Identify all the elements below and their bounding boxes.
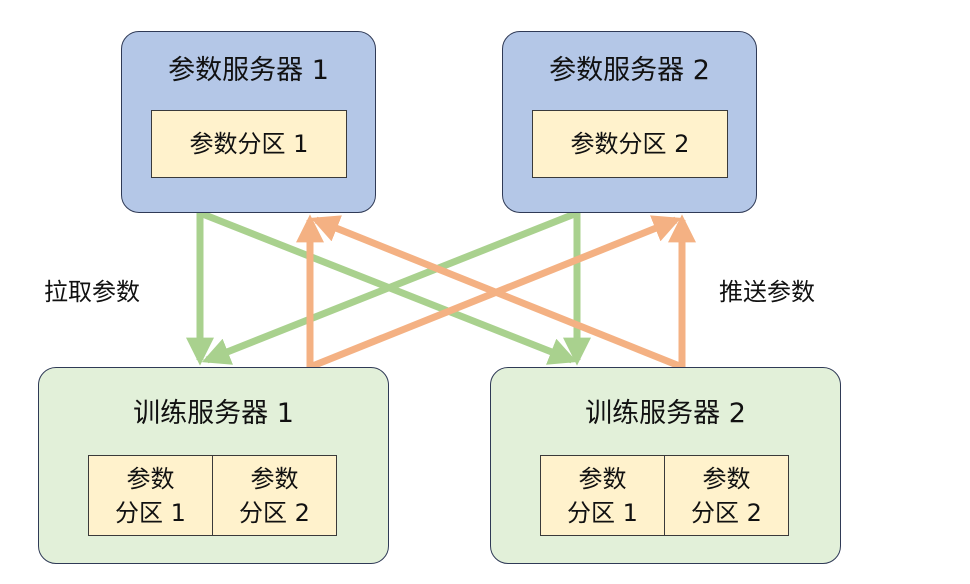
partition-label-bottom: 分区 1 [115,498,186,527]
parameter-server-2-partition: 参数分区 2 [532,110,728,178]
training-server-1-partition-2: 参数 分区 2 [212,456,336,535]
training-server-2-title: 训练服务器 2 [585,398,746,429]
parameter-server-2: 参数服务器 2 参数分区 2 [502,31,757,213]
training-server-1-partitions: 参数 分区 1 参数 分区 2 [88,455,337,536]
training-server-2-partition-1: 参数 分区 1 [541,456,664,535]
parameter-server-1: 参数服务器 1 参数分区 1 [121,31,376,213]
training-server-2: 训练服务器 2 参数 分区 1 参数 分区 2 [490,367,841,564]
push-arrow-ts2-to-ps1 [310,215,684,371]
training-server-2-partition-2: 参数 分区 2 [664,456,788,535]
push-parameters-label: 推送参数 [719,278,815,306]
partition-label-top: 参数 [250,464,299,493]
partition-label-top: 参数 [126,464,175,493]
pull-parameters-label: 拉取参数 [44,278,140,306]
partition-label-bottom: 分区 2 [239,498,310,527]
partition-label-top: 参数 [578,464,627,493]
parameter-server-1-title: 参数服务器 1 [168,55,329,86]
training-server-1-title: 训练服务器 1 [133,398,294,429]
training-server-1-partition-1: 参数 分区 1 [89,456,212,535]
parameter-server-1-partition: 参数分区 1 [151,110,347,178]
training-server-2-partitions: 参数 分区 1 参数 分区 2 [540,455,789,536]
partition-label-bottom: 分区 1 [567,498,638,527]
training-server-1: 训练服务器 1 参数 分区 1 参数 分区 2 [38,367,389,564]
pull-arrow-ps2-to-ts1 [201,209,579,365]
partition-label-top: 参数 [702,464,751,493]
parameter-server-2-title: 参数服务器 2 [549,55,710,86]
partition-label-bottom: 分区 2 [691,498,762,527]
